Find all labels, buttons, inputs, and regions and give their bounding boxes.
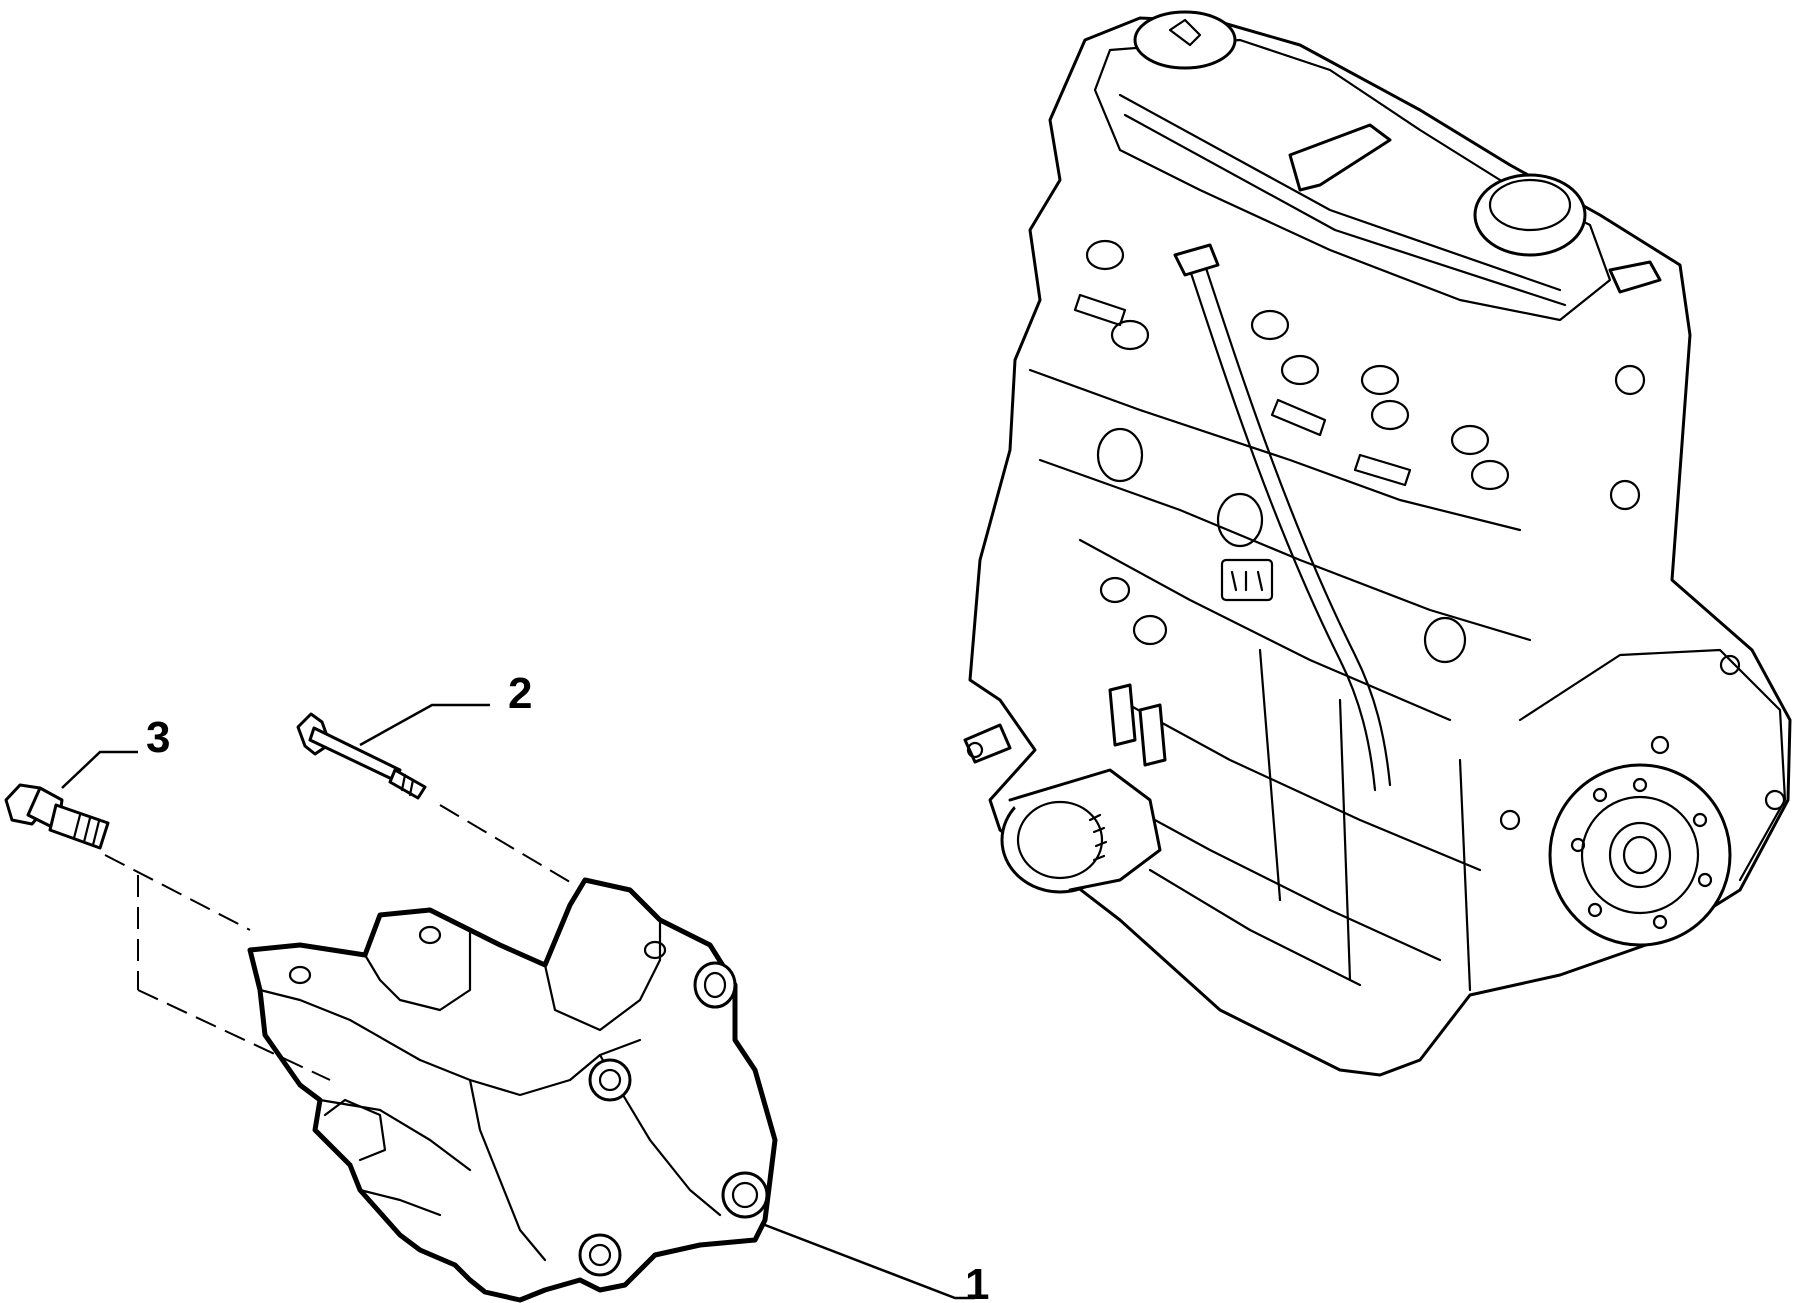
callout-part-3: 3 [146, 713, 170, 762]
callout-part-1: 1 [965, 1260, 989, 1303]
leader-lines [61, 703, 975, 1300]
assembly-guide-lines [104, 804, 576, 1081]
callout-part-2: 2 [508, 669, 532, 718]
engine-block [963, 10, 1792, 1077]
stud-bolt [296, 712, 427, 800]
engine-mount-bracket [247, 877, 778, 1303]
hex-bolt [4, 783, 110, 850]
